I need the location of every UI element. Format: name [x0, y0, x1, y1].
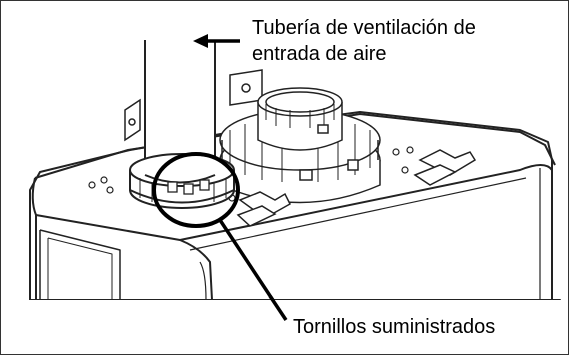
arrow-left-icon	[193, 34, 240, 48]
exhaust-collar	[219, 87, 381, 204]
latch-clips	[236, 149, 477, 227]
intake-vent-pipe	[129, 40, 235, 209]
screw-highlight-circle	[152, 152, 240, 228]
mounting-bracket	[124, 69, 263, 142]
intake-label-line2: entrada de aire	[252, 43, 387, 65]
screws-label-front: Tornillos suministrados	[293, 316, 495, 338]
intake-label-line1: Tubería de ventilación de	[252, 17, 476, 39]
bottom-mask	[1, 300, 568, 354]
screws-leader-line-end	[268, 295, 288, 321]
